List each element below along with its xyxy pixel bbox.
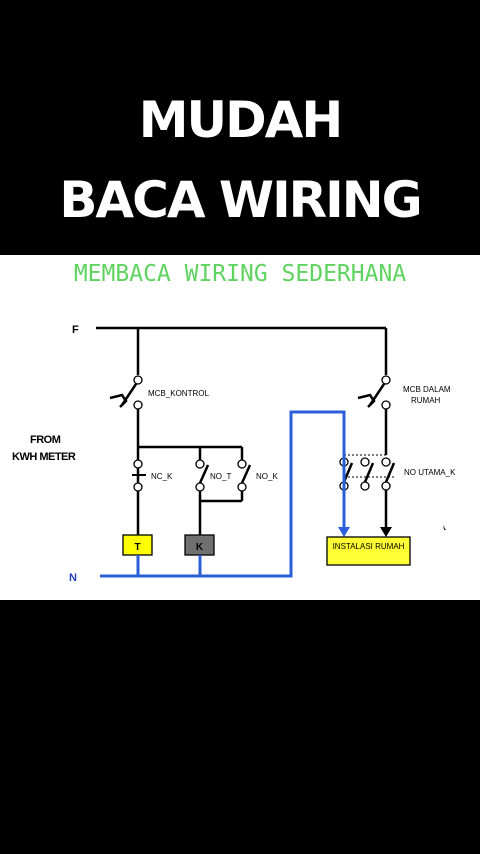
- contact-no-utama-label: NO UTAMA_K: [404, 468, 456, 477]
- cursor-icon: [443, 525, 446, 530]
- title-line-1: MUDAH: [138, 91, 343, 149]
- bottom-area: [0, 600, 480, 854]
- neutral-label: N: [69, 572, 77, 584]
- mcb-kontrol-label: MCB_KONTROL: [148, 389, 209, 398]
- contact-no-k-label: NO_K: [256, 472, 278, 481]
- source-label-2: KWH METER: [12, 451, 76, 463]
- contact-no-utama-2: [360, 457, 375, 491]
- diagram-panel: MEMBACA WIRING SEDERHANA F MCB_KONTROL M…: [0, 255, 480, 600]
- mcb-kontrol: [109, 375, 143, 410]
- source-label-1: FROM: [30, 434, 61, 446]
- mcb-dalam-rumah: [357, 375, 391, 410]
- title-line-2: BACA WIRING: [59, 171, 422, 229]
- contact-no-t-label: NO_T: [210, 472, 231, 481]
- contactor-label: K: [196, 542, 204, 553]
- mcb-dalam-label-1: MCB DALAM: [403, 385, 451, 394]
- timer-label: T: [134, 542, 140, 553]
- contact-nc-k: [132, 459, 146, 492]
- load-phase-arrow: [380, 527, 392, 537]
- load-label: INSTALASI RUMAH: [333, 542, 405, 551]
- contact-nc-k-label: NC_K: [151, 472, 173, 481]
- neutral-wire: [100, 410, 346, 578]
- neutral-arrow: [338, 527, 350, 537]
- contact-no-t: [195, 459, 210, 492]
- load-box: [326, 536, 411, 566]
- wiring-diagram: F MCB_KONTROL MCB DALAM RUMAH FROM KWH M…: [12, 324, 456, 584]
- contact-no-k: [237, 459, 252, 492]
- contact-no-utama-3: [381, 457, 396, 491]
- title-area: MUDAH BACA WIRING: [0, 0, 480, 255]
- subtitle: MEMBACA WIRING SEDERHANA: [73, 261, 407, 287]
- phase-label: F: [72, 324, 79, 336]
- mcb-dalam-label-2: RUMAH: [411, 396, 441, 405]
- contact-no-utama-1: [339, 457, 354, 491]
